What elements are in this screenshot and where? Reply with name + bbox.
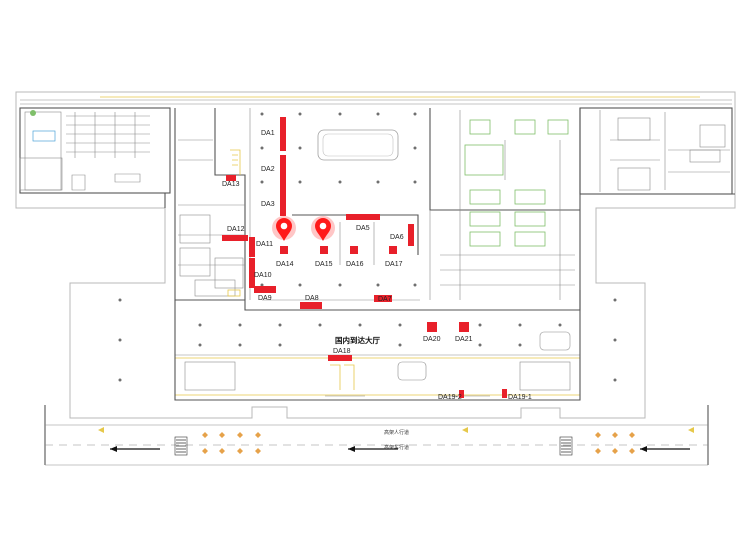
spot-label-da13: DA13 [222, 181, 240, 188]
spot-label-da15: DA15 [315, 261, 333, 268]
spot-label-da3: DA3 [261, 201, 275, 208]
ad-spot-da2[interactable] [280, 155, 286, 190]
ad-spot-da14[interactable] [280, 246, 288, 254]
east-wing [579, 107, 735, 195]
walkway-label: 高架人行道 [384, 429, 409, 436]
ad-spot-da8[interactable] [300, 302, 322, 309]
stair-icon [176, 439, 186, 453]
ad-spot-da13[interactable] [226, 175, 236, 181]
building-outline [15, 91, 736, 419]
ad-spot-da21[interactable] [459, 322, 469, 332]
spot-label-da5: DA5 [356, 225, 370, 232]
spot-label-da18: DA18 [333, 348, 351, 355]
spot-label-da2: DA2 [261, 166, 275, 173]
arrival-hall [174, 290, 581, 401]
spot-label-da19-2: DA19-2 [438, 394, 462, 401]
roadway-label: 高架车行道 [384, 444, 409, 451]
arrow-left-icon [348, 446, 398, 452]
spot-label-da12: DA12 [227, 226, 245, 233]
location-pin-icon[interactable] [272, 216, 296, 241]
spot-label-da19-1: DA19-1 [508, 394, 532, 401]
ad-spot-da16[interactable] [350, 246, 358, 254]
arrow-left-icon [640, 446, 690, 452]
ad-spot-da18[interactable] [328, 355, 352, 361]
ad-spot-da12[interactable] [222, 235, 248, 241]
ad-spot-da19-2[interactable] [459, 390, 464, 398]
ad-spot-da6[interactable] [408, 224, 414, 246]
ad-spot-da20[interactable] [427, 322, 437, 332]
hall-label: 国内到达大厅 [335, 335, 380, 345]
spot-label-da7: DA7 [378, 296, 392, 303]
stair-icon [561, 439, 571, 453]
spot-label-da21: DA21 [455, 336, 473, 343]
west-wing [19, 107, 171, 208]
spot-label-da17: DA17 [385, 261, 403, 268]
spot-label-da6: DA6 [390, 234, 404, 241]
ad-spot-da15[interactable] [320, 246, 328, 254]
ad-spot-da11[interactable] [249, 237, 255, 257]
spot-label-da1: DA1 [261, 130, 275, 137]
spot-label-da11: DA11 [256, 241, 273, 248]
spot-label-da8: DA8 [305, 295, 319, 302]
spot-label-da9: DA9 [258, 295, 272, 302]
ad-spot-da17[interactable] [389, 246, 397, 254]
ad-spot-da5[interactable] [346, 214, 380, 220]
column-grid [118, 112, 617, 382]
ad-spot-da10[interactable] [249, 258, 255, 288]
ad-spot-da9[interactable] [254, 286, 276, 293]
elevated-road [44, 405, 709, 466]
ad-spots-layer [222, 117, 507, 398]
spot-label-da10: DA10 [254, 272, 272, 279]
markers-layer [272, 216, 335, 241]
spot-label-da20: DA20 [423, 336, 441, 343]
ad-spot-da7[interactable] [374, 295, 392, 302]
spot-label-da16: DA16 [346, 261, 364, 268]
location-pin-icon[interactable] [311, 216, 335, 241]
central-concourse [174, 108, 581, 311]
arrow-left-icon [110, 446, 160, 452]
ad-spot-da3[interactable] [280, 190, 286, 216]
ad-spot-da19-1[interactable] [502, 389, 507, 398]
spot-label-da14: DA14 [276, 261, 294, 268]
ad-spot-da1[interactable] [280, 117, 286, 151]
